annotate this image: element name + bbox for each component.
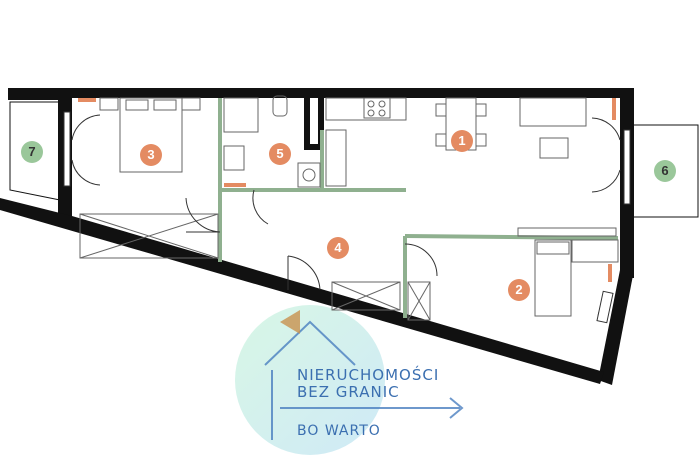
watermark-line-1: NIERUCHOMOŚCI (297, 366, 440, 384)
room-3-badge: 3 (140, 144, 162, 166)
room-4-badge: 4 (327, 237, 349, 259)
room-1-badge: 1 (451, 130, 473, 152)
windows (63, 111, 631, 324)
room-2-badge: 2 (508, 279, 530, 301)
furniture (79, 95, 619, 321)
entrance-arrow-icon (280, 310, 300, 334)
watermark-line-2: BEZ GRANIC (297, 383, 400, 401)
radiator-markers (78, 98, 616, 282)
partition-walls (218, 98, 619, 318)
doors (71, 114, 621, 319)
watermark-house-icon (264, 320, 464, 440)
room-7-badge: 7 (21, 141, 43, 163)
room-5-badge: 5 (269, 143, 291, 165)
room-6-badge: 6 (654, 160, 676, 182)
watermark-line-3: BO WARTO (297, 423, 381, 439)
